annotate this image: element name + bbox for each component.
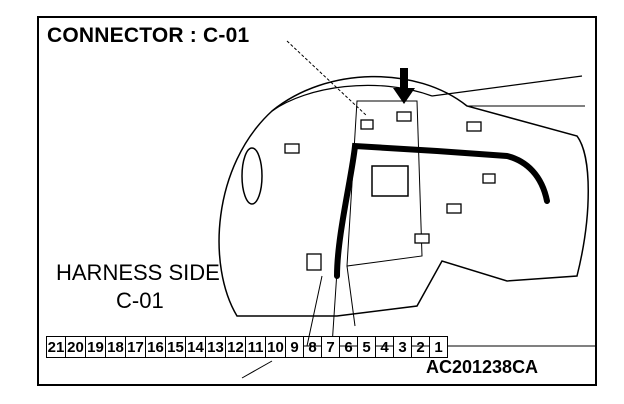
connector-pin: 3 bbox=[394, 336, 412, 358]
connector-c01 bbox=[306, 253, 322, 271]
connector-block bbox=[414, 233, 430, 244]
connector-pin: 16 bbox=[146, 336, 166, 358]
title-leader bbox=[286, 40, 368, 117]
diagram-title: CONNECTOR : C-01 bbox=[47, 24, 250, 47]
harness-connector-code: C-01 bbox=[116, 288, 164, 313]
dashboard-illustration bbox=[218, 40, 597, 379]
center-module bbox=[371, 165, 409, 197]
connector-pin: 14 bbox=[186, 336, 206, 358]
connector-block bbox=[466, 121, 482, 132]
connector-pin: 11 bbox=[246, 336, 266, 358]
column-lines bbox=[306, 265, 356, 347]
connector-pin: 19 bbox=[86, 336, 106, 358]
connector-pin: 5 bbox=[358, 336, 376, 358]
connector-pin: 1 bbox=[430, 336, 448, 358]
connector-pin: 15 bbox=[166, 336, 186, 358]
location-arrow bbox=[393, 68, 415, 104]
connector-pin: 2 bbox=[412, 336, 430, 358]
windshield-edge bbox=[431, 75, 583, 97]
connector-pin: 12 bbox=[226, 336, 246, 358]
connector-pin: 17 bbox=[126, 336, 146, 358]
connector-pin: 21 bbox=[46, 336, 66, 358]
reference-code: AC201238CA bbox=[426, 357, 539, 377]
connector-pin: 13 bbox=[206, 336, 226, 358]
connector-pin: 20 bbox=[66, 336, 86, 358]
dashboard-outline bbox=[218, 75, 589, 317]
connector-block bbox=[396, 111, 412, 122]
connector-pin: 10 bbox=[266, 336, 286, 358]
connector-pin: 9 bbox=[286, 336, 304, 358]
connector-pin: 8 bbox=[304, 336, 322, 358]
main-harness bbox=[334, 142, 550, 279]
diagram-frame bbox=[37, 16, 597, 386]
pin-pointer bbox=[241, 360, 273, 379]
connector-pin: 18 bbox=[106, 336, 126, 358]
harness-side-label: HARNESS SIDE bbox=[56, 260, 220, 285]
connector-pin: 7 bbox=[322, 336, 340, 358]
connector-block bbox=[482, 173, 496, 184]
center-stack bbox=[346, 100, 423, 267]
connector-block bbox=[360, 119, 374, 130]
connector-pin: 6 bbox=[340, 336, 358, 358]
connector-pin: 4 bbox=[376, 336, 394, 358]
connector-block bbox=[446, 203, 462, 214]
vent-left bbox=[241, 147, 263, 205]
connector-block bbox=[284, 143, 300, 154]
